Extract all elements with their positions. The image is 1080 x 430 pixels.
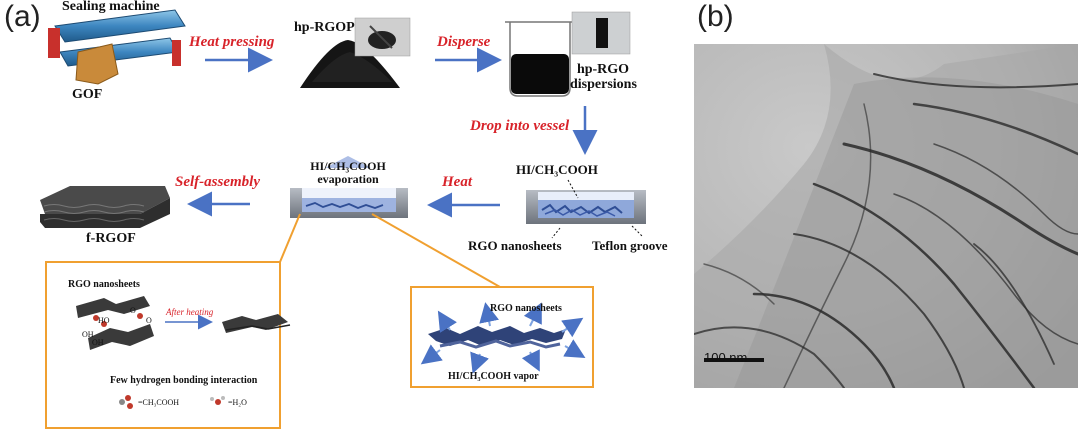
detail-left-o1: O	[130, 306, 136, 315]
label-hp-rgop: hp-RGOP	[294, 20, 355, 35]
label-hi-ch3cooh: HI/CH₃COOH	[516, 162, 598, 177]
teflon-groove-vessel	[526, 179, 646, 239]
panel-label-b: (b)	[697, 0, 734, 33]
step-heat: Heat	[442, 174, 472, 190]
detail-left-after-heating: After heating	[166, 307, 214, 317]
rgo-sheets-before-heating	[76, 296, 154, 350]
detail-right-title: RGO nanosheets	[490, 303, 562, 314]
label-hp-rgo-dispersions: hp-RGO dispersions	[570, 62, 637, 92]
label-hi-ch3cooh-evap: HI/CH₃COOH	[310, 159, 386, 173]
legend-molecules	[119, 395, 225, 409]
detail-left-oh2: OH	[92, 338, 104, 347]
beaker-illustration	[505, 11, 631, 97]
detail-box-hydrogen-bonding	[45, 261, 281, 429]
label-gof: GOF	[72, 87, 103, 102]
step-drop-into-vessel: Drop into vessel	[470, 118, 570, 134]
detail-left-title: RGO nanosheets	[68, 279, 140, 290]
tem-micrograph	[694, 44, 1078, 388]
step-disperse: Disperse	[437, 34, 491, 50]
label-sealing-machine: Sealing machine	[62, 0, 160, 14]
rgop-powder-pile	[300, 17, 411, 88]
detail-left-caption: Few hydrogen bonding interaction	[110, 375, 258, 386]
legend-water: =H₂O	[228, 398, 247, 407]
label-hp-rgo: hp-RGO	[576, 62, 630, 77]
panel-label-a: (a)	[4, 0, 41, 33]
f-rgof-film	[40, 186, 170, 228]
step-self-assembly: Self-assembly	[175, 174, 260, 190]
step-heat-pressing: Heat pressing	[189, 34, 275, 50]
callout-line-left	[279, 213, 301, 263]
rgo-sheets-after-heating	[222, 314, 291, 333]
rgo-sheets-with-vapor	[420, 302, 586, 374]
label-evaporation-block: HI/CH₃COOH evaporation	[300, 160, 396, 186]
detail-left-o2: O	[146, 316, 152, 325]
callout-line-right	[371, 213, 501, 288]
scale-bar-label: 100 nm	[704, 350, 748, 365]
sealing-machine-illustration	[48, 9, 186, 85]
label-dispersions: dispersions	[570, 77, 637, 92]
detail-left-oh1: OH	[82, 330, 94, 339]
legend-acid: =CH₃COOH	[138, 398, 180, 407]
label-f-rgof: f-RGOF	[86, 231, 136, 246]
detail-right-caption: HI/CH₃COOH vapor	[448, 371, 539, 382]
scale-bar	[704, 358, 764, 362]
label-evaporation: evaporation	[317, 172, 379, 186]
process-schematic	[40, 9, 646, 429]
detail-left-ho: HO	[98, 316, 110, 325]
evaporation-vessel	[290, 156, 408, 218]
label-rgo-nanosheets: RGO nanosheets	[468, 238, 562, 253]
label-teflon-groove: Teflon groove	[592, 238, 668, 253]
